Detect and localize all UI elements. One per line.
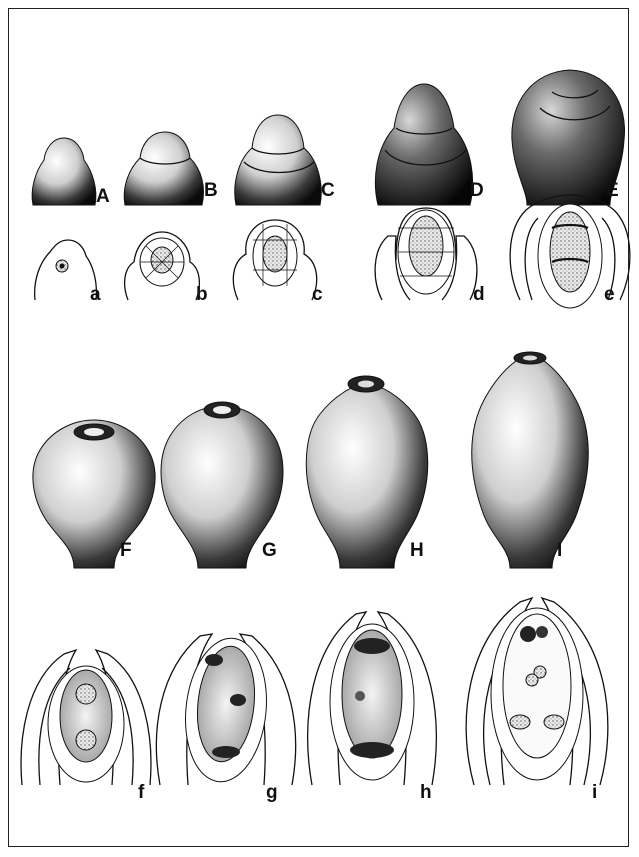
label-d: d bbox=[473, 284, 485, 305]
label-a: a bbox=[90, 284, 101, 305]
stage-C-drawing bbox=[235, 115, 321, 205]
stage-B-drawing bbox=[124, 132, 203, 205]
section-h-drawing bbox=[308, 612, 437, 785]
label-A: A bbox=[96, 186, 110, 207]
label-g: g bbox=[266, 782, 278, 803]
section-b-drawing bbox=[125, 232, 200, 300]
label-I: I bbox=[557, 540, 562, 561]
stage-D-drawing bbox=[375, 84, 472, 205]
label-B: B bbox=[204, 180, 218, 201]
label-G: G bbox=[262, 540, 277, 561]
label-h: h bbox=[420, 782, 432, 803]
label-C: C bbox=[321, 180, 335, 201]
label-D: D bbox=[470, 180, 484, 201]
label-c: c bbox=[312, 284, 323, 305]
section-g-drawing bbox=[156, 634, 295, 786]
section-i-drawing bbox=[466, 598, 608, 785]
label-f: f bbox=[138, 782, 145, 803]
label-H: H bbox=[410, 540, 424, 561]
stage-F-drawing bbox=[33, 420, 155, 568]
label-b: b bbox=[196, 284, 208, 305]
section-d-drawing bbox=[375, 208, 477, 300]
stage-I-drawing bbox=[472, 352, 589, 568]
section-c-drawing bbox=[233, 220, 316, 300]
label-e: e bbox=[604, 284, 615, 305]
section-f-drawing bbox=[21, 650, 151, 785]
stage-A-drawing bbox=[32, 138, 96, 205]
section-a-drawing bbox=[35, 240, 97, 300]
label-F: F bbox=[120, 540, 132, 561]
label-i: i bbox=[592, 782, 597, 803]
label-E: E bbox=[606, 180, 619, 201]
